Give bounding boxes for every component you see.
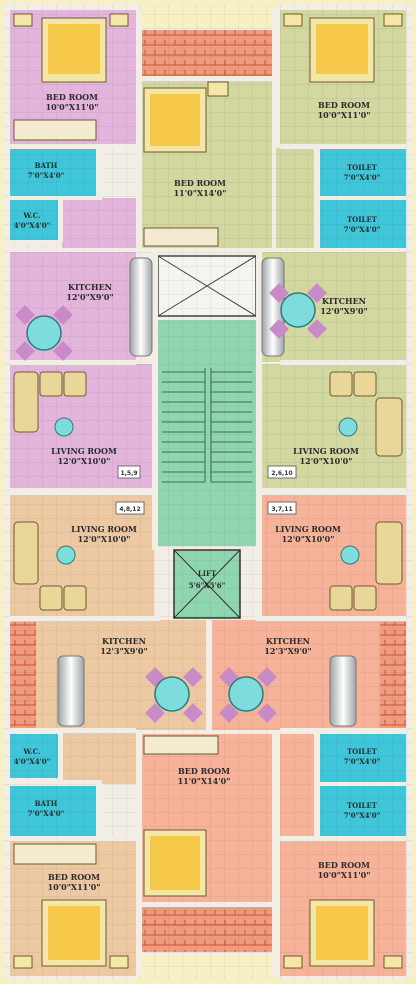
room-size: 7'0"X4'0" (344, 173, 381, 182)
unit-tag: 3,7,11 (271, 506, 292, 513)
room-size: 7'0"X4'0" (344, 225, 381, 234)
room-size: 10'0"X11'0" (46, 102, 99, 112)
lift-cross-2 (173, 549, 241, 619)
room-name: BED ROOM (48, 872, 100, 882)
room-name: TOILET (347, 747, 378, 756)
room-name: BATH (35, 161, 58, 170)
room-size: 12'0"X9'0" (66, 292, 113, 302)
room-size: 10'0"X11'0" (318, 110, 371, 120)
room-size: 11'0"X14'0" (178, 776, 231, 786)
window-left-bottom (57, 655, 85, 727)
window-right-bottom (329, 655, 357, 727)
room-size: 12'0"X10'0" (78, 534, 131, 544)
unit-tag-box (117, 465, 141, 479)
room-name: BED ROOM (174, 178, 226, 188)
room-size: 12'3"X9'0" (100, 646, 147, 656)
room-size: 4'0"X4'0" (14, 757, 51, 766)
svg-text:W.C.4'0"X4'0": W.C.4'0"X4'0" (14, 211, 51, 230)
room-name: KITCHEN (102, 636, 146, 646)
unit-tag: 1,5,9 (120, 470, 137, 477)
room-size: 7'0"X4'0" (28, 171, 65, 180)
room-size: 11'0"X14'0" (174, 188, 227, 198)
room-name: BATH (35, 799, 58, 808)
wardrobe-icon (13, 119, 219, 865)
room-name: KITCHEN (266, 636, 310, 646)
bed-icon (143, 829, 207, 897)
dining-table-icon (15, 305, 73, 361)
room-name: BED ROOM (318, 860, 370, 870)
room-name: KITCHEN (322, 296, 366, 306)
room-name: TOILET (347, 801, 378, 810)
room-name: W.C. (22, 211, 40, 220)
window-left-top (129, 257, 153, 357)
room-name: BED ROOM (178, 766, 230, 776)
bed-icon (283, 13, 403, 83)
room-size: 7'0"X4'0" (28, 809, 65, 818)
room-size: 12'0"X10'0" (282, 534, 335, 544)
room-name: LIFT (198, 569, 217, 578)
dining-table-icon (219, 667, 277, 723)
room-name: KITCHEN (68, 282, 112, 292)
room-name: LIVING ROOM (71, 524, 137, 534)
room-name: LIVING ROOM (293, 446, 359, 456)
room-size: 12'3"X9'0" (264, 646, 311, 656)
bed-icon (13, 13, 129, 83)
room-size: 7'0"X4'0" (344, 811, 381, 820)
svg-text:W.C.4'0"X4'0": W.C.4'0"X4'0" (14, 747, 51, 766)
bed-icon (283, 899, 403, 969)
unit-tag: 2,6,10 (271, 470, 292, 477)
stair-treads (162, 368, 252, 483)
sofa-icon (13, 371, 403, 611)
dining-table-icon (269, 283, 327, 339)
room-size: 5'6"X5'6" (189, 581, 226, 590)
room-name: BED ROOM (46, 92, 98, 102)
room-name: LIVING ROOM (51, 446, 117, 456)
room-name: TOILET (347, 163, 378, 172)
bed-icon (143, 81, 229, 153)
room-size: 10'0"X11'0" (318, 870, 371, 880)
room-name: W.C. (22, 747, 40, 756)
interior-walls (10, 10, 406, 976)
unit-tag-box (267, 465, 297, 479)
unit-tag: 4,8,12 (119, 506, 140, 513)
room-size: 7'0"X4'0" (344, 757, 381, 766)
unit-tag-box (115, 501, 145, 515)
room-size: 4'0"X4'0" (14, 221, 51, 230)
coffee-table-icon (54, 417, 360, 565)
bed-icon (13, 899, 129, 969)
room-size: 12'0"X10'0" (58, 456, 111, 466)
room-name: LIVING ROOM (275, 524, 341, 534)
room-size: 10'0"X11'0" (48, 882, 101, 892)
room-name: BED ROOM (318, 100, 370, 110)
room-name: TOILET (347, 215, 378, 224)
room-size: 12'0"X10'0" (300, 456, 353, 466)
unit-tag-box (267, 501, 297, 515)
room-size: 12'0"X9'0" (320, 306, 367, 316)
